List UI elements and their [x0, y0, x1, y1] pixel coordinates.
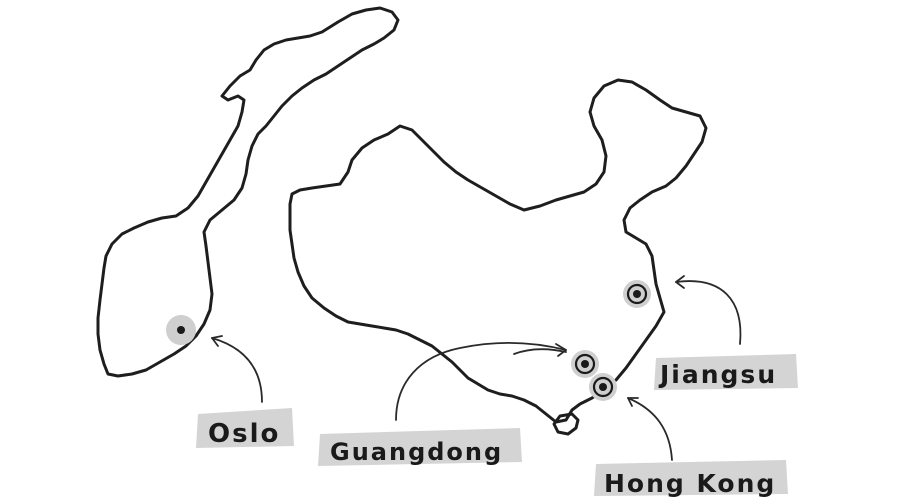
jiangsu-marker [623, 280, 651, 308]
oslo-marker [166, 315, 196, 345]
hong-kong-label-text: Hong Kong [604, 469, 776, 498]
guangdong-arrow [395, 342, 567, 421]
china-outline [288, 78, 708, 424]
hong-kong-arrow [627, 397, 673, 461]
jiangsu-label-text: Jiangsu [658, 360, 777, 389]
hong-kong-label: Hong Kong [594, 460, 788, 498]
jiangsu-arrow [675, 275, 742, 345]
hong-kong-marker [589, 373, 617, 401]
jiangsu-label: Jiangsu [654, 354, 798, 390]
oslo-arrow [211, 335, 263, 403]
oslo-label-text: Oslo [208, 419, 280, 449]
guangdong-label: Guangdong [318, 428, 522, 466]
guangdong-label-text: Guangdong [330, 438, 503, 466]
oslo-label: Oslo [196, 408, 294, 449]
norway-outline [96, 6, 400, 378]
guangdong-marker [571, 350, 599, 378]
hainan-outline [552, 412, 580, 436]
